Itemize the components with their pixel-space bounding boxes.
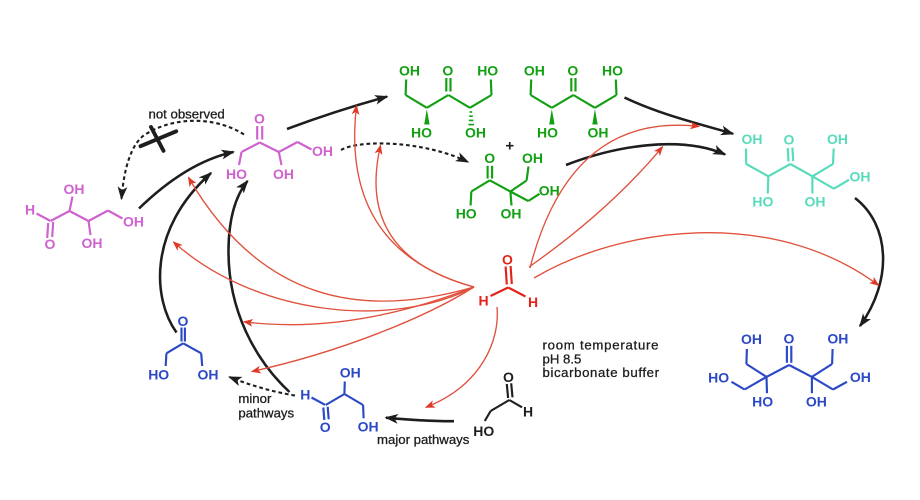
svg-text:OH: OH xyxy=(850,369,871,385)
svg-text:O: O xyxy=(484,150,495,166)
svg-text:HO: HO xyxy=(473,423,494,439)
svg-text:HO: HO xyxy=(226,166,247,182)
svg-text:OH: OH xyxy=(399,63,420,79)
svg-text:OH: OH xyxy=(312,143,333,159)
svg-text:OH: OH xyxy=(588,125,609,141)
svg-text:HO: HO xyxy=(537,125,558,141)
svg-text:H: H xyxy=(300,387,310,403)
svg-text:O: O xyxy=(178,313,189,329)
svg-text:pathways: pathways xyxy=(238,406,294,421)
svg-text:HO: HO xyxy=(752,393,773,409)
svg-text:HO: HO xyxy=(708,370,729,386)
svg-text:major pathways: major pathways xyxy=(377,432,470,447)
svg-text:O: O xyxy=(784,132,795,148)
svg-text:minor: minor xyxy=(238,391,272,406)
svg-text:O: O xyxy=(503,369,514,385)
svg-text:O: O xyxy=(784,331,795,347)
svg-text:bicarbonate buffer: bicarbonate buffer xyxy=(543,365,660,380)
svg-text:not observed: not observed xyxy=(149,107,225,122)
svg-text:O: O xyxy=(502,252,513,268)
svg-text:O: O xyxy=(567,63,578,79)
svg-text:OH: OH xyxy=(123,214,144,230)
svg-text:OH: OH xyxy=(358,419,379,435)
svg-text:OH: OH xyxy=(82,235,103,251)
svg-text:HO: HO xyxy=(602,63,623,79)
svg-text:HO: HO xyxy=(752,194,773,210)
svg-text:HO: HO xyxy=(411,125,432,141)
svg-text:O: O xyxy=(320,419,331,435)
svg-text:HO: HO xyxy=(456,206,477,222)
svg-text:H: H xyxy=(25,202,35,218)
svg-text:OH: OH xyxy=(805,194,826,210)
svg-text:H: H xyxy=(523,404,533,420)
svg-text:OH: OH xyxy=(198,367,219,383)
svg-text:OH: OH xyxy=(64,181,85,197)
svg-text:OH: OH xyxy=(806,393,827,409)
svg-text:OH: OH xyxy=(827,331,848,347)
svg-text:O: O xyxy=(442,63,453,79)
svg-text:OH: OH xyxy=(539,183,560,199)
svg-text:O: O xyxy=(45,236,56,252)
svg-text:OH: OH xyxy=(850,169,871,185)
svg-text:HO: HO xyxy=(148,367,169,383)
svg-text:pH 8.5: pH 8.5 xyxy=(543,351,582,366)
svg-text:room temperature: room temperature xyxy=(543,338,659,353)
svg-text:OH: OH xyxy=(465,125,486,141)
svg-text:H: H xyxy=(479,293,489,309)
svg-text:HO: HO xyxy=(477,63,498,79)
svg-text:OH: OH xyxy=(522,150,543,166)
svg-text:OH: OH xyxy=(524,63,545,79)
svg-text:OH: OH xyxy=(340,365,361,381)
svg-text:OH: OH xyxy=(501,206,522,222)
svg-text:H: H xyxy=(528,294,538,310)
svg-text:O: O xyxy=(254,111,265,127)
svg-text:OH: OH xyxy=(741,331,762,347)
svg-text:OH: OH xyxy=(273,166,294,182)
svg-text:+: + xyxy=(505,137,514,154)
svg-text:OH: OH xyxy=(742,131,763,147)
svg-text:OH: OH xyxy=(827,131,848,147)
